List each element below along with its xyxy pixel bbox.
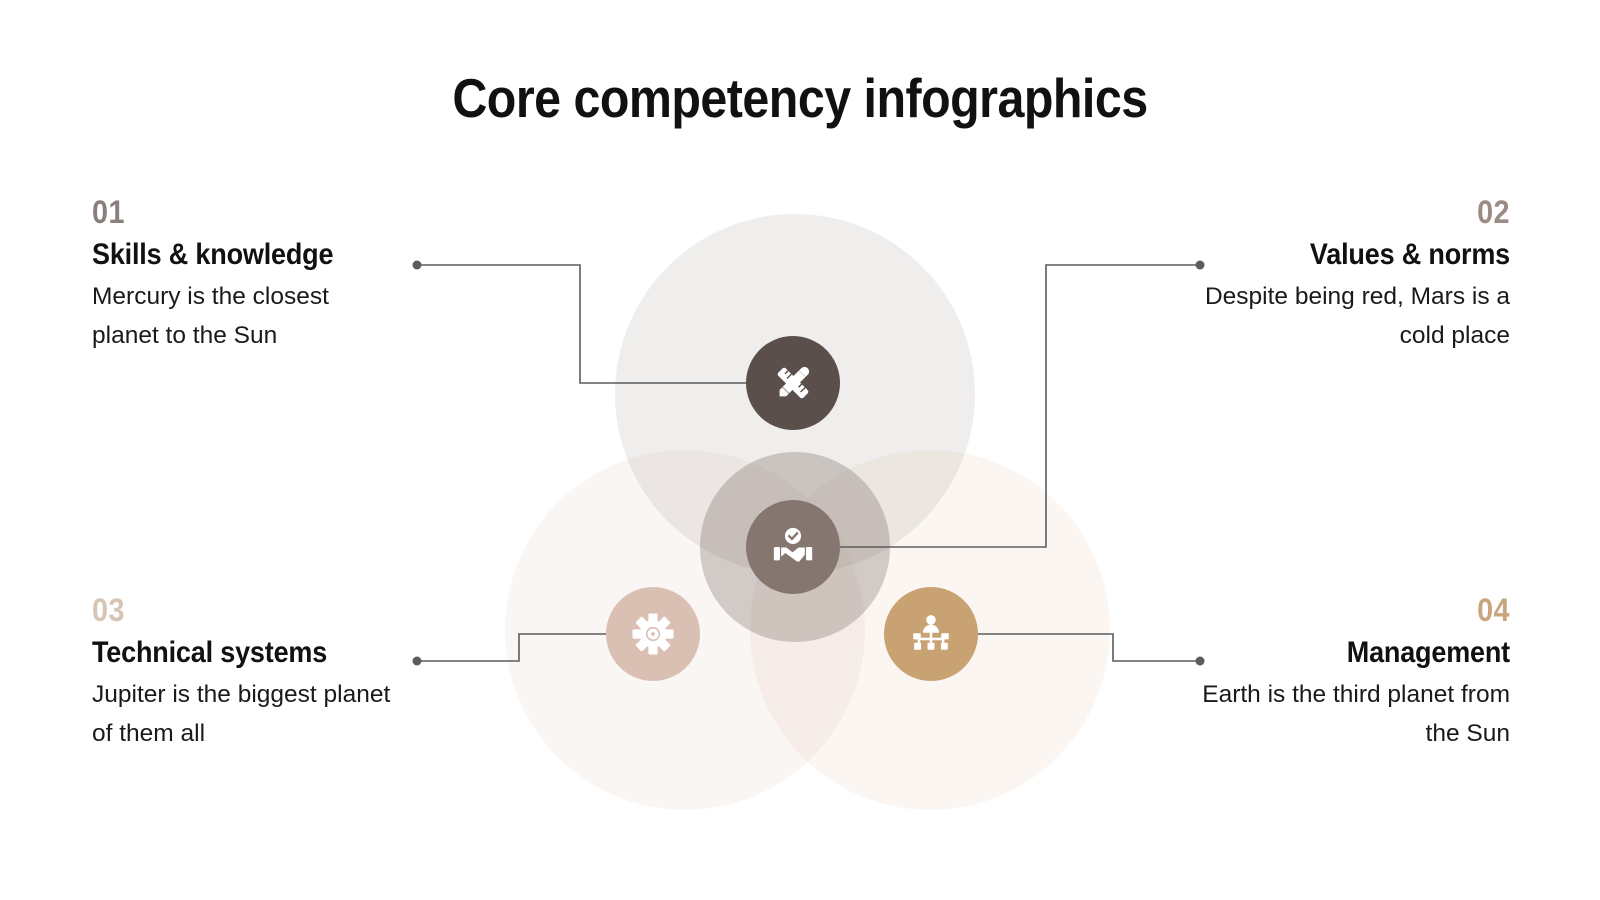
item-block-01: 01 Skills & knowledge Mercury is the clo… bbox=[92, 195, 402, 355]
icon-badge-skills[interactable] bbox=[746, 336, 840, 430]
icon-badge-technical[interactable] bbox=[606, 587, 700, 681]
item-description-01: Mercury is the closest planet to the Sun bbox=[92, 283, 329, 349]
item-description-03: Jupiter is the biggest planet of them al… bbox=[92, 681, 391, 747]
item-heading-02: Values & norms bbox=[1309, 238, 1510, 271]
item-heading-04: Management bbox=[1346, 636, 1510, 669]
org-chart-icon bbox=[909, 612, 953, 656]
item-number-04: 04 bbox=[1477, 592, 1510, 628]
item-block-04: 04 Management Earth is the third planet … bbox=[1198, 593, 1510, 753]
item-number-02: 02 bbox=[1477, 194, 1510, 230]
icon-badge-management[interactable] bbox=[884, 587, 978, 681]
item-description-04: Earth is the third planet from the Sun bbox=[1202, 681, 1510, 747]
ruler-pencil-icon bbox=[770, 360, 816, 406]
handshake-check-icon bbox=[770, 524, 816, 570]
item-heading-03: Technical systems bbox=[92, 636, 328, 669]
item-number-01: 01 bbox=[92, 194, 125, 230]
item-number-03: 03 bbox=[92, 592, 125, 628]
item-block-03: 03 Technical systems Jupiter is the bigg… bbox=[92, 593, 402, 753]
item-block-02: 02 Values & norms Despite being red, Mar… bbox=[1198, 195, 1510, 355]
item-description-02: Despite being red, Mars is a cold place bbox=[1204, 283, 1510, 349]
page-title: Core competency infographics bbox=[452, 67, 1148, 129]
item-heading-01: Skills & knowledge bbox=[92, 238, 334, 271]
icon-badge-values[interactable] bbox=[746, 500, 840, 594]
gear-icon bbox=[630, 611, 676, 657]
